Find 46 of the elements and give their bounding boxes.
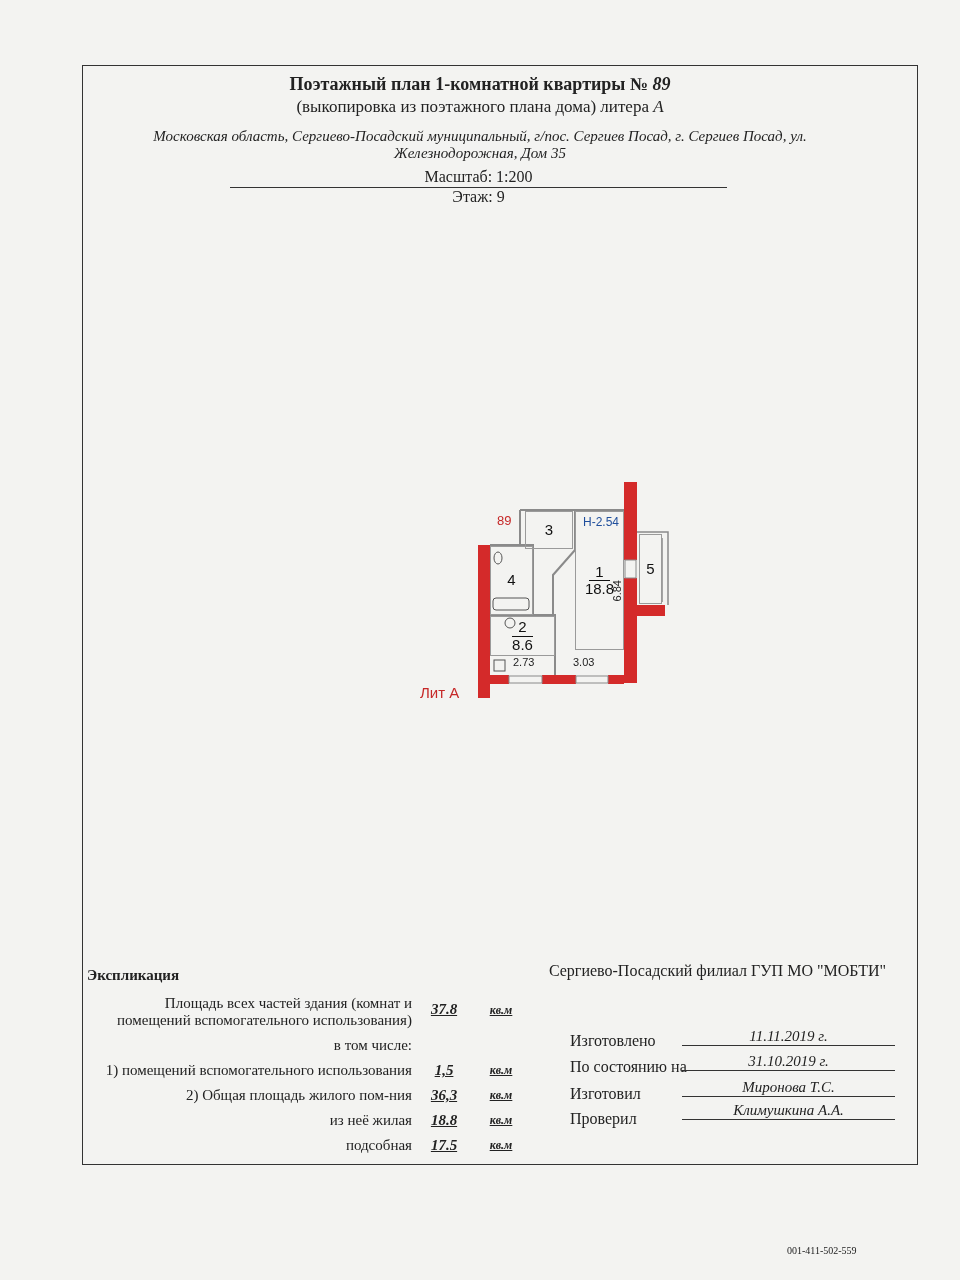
apartment-number: 89 (497, 513, 512, 528)
field-label: Изготовил (570, 1085, 641, 1103)
room-number: 5 (646, 560, 655, 578)
table-cell-text: 36,3 (429, 1087, 459, 1104)
organization-name: Сергиево-Посадский филиал ГУП МО "МОБТИ" (547, 962, 888, 980)
room-number: 4 (507, 572, 516, 589)
field-label: Проверил (570, 1110, 637, 1128)
signature-field: Миронова Т.С. (682, 1079, 895, 1097)
table-cell-text: 1) помещений вспомогательного использования (104, 1062, 412, 1079)
title: Поэтажный план 1-комнатной квартиры № 89 (288, 74, 672, 95)
table-cell-text: кв.м (488, 1003, 514, 1018)
date-field: 11.11.2019 г. (682, 1028, 895, 1046)
room-outline (490, 616, 555, 656)
room-outline (575, 511, 624, 650)
room-outline (490, 546, 533, 615)
room-number: 2 (512, 619, 533, 637)
address-text: Московская область, Сергиево-Посадский муниципальный, г/пос. Сергиев Посад, г. Сергиев Посад, ул. Железнодорожная, Дом 35 (152, 128, 808, 162)
building-letter: Лит А (420, 684, 460, 701)
table-cell-text: подсобная (344, 1137, 412, 1154)
table-cell-text: из неё жилая (328, 1112, 412, 1129)
table-cell-text: кв.м (488, 1063, 514, 1078)
table-cell-text: 2) Общая площадь жилого пом-ния (184, 1087, 412, 1104)
table-cell-text: 17.5 (429, 1137, 459, 1154)
dimension-label: 3.03 (573, 656, 595, 668)
table-cell-text: 1,5 (433, 1062, 455, 1079)
table-cell-text: кв.м (488, 1138, 514, 1153)
table-cell-text: 18.8 (429, 1112, 459, 1129)
room-outline (639, 534, 662, 604)
room-area: 8.6 (512, 636, 533, 653)
field-label: По состоянию на (570, 1058, 687, 1076)
room-outline (525, 511, 573, 549)
signature-field: Климушкина А.А. (682, 1102, 895, 1120)
table-cell-text: Площадь всех частей здания (комнат и помещений вспомогательного использования) (116, 995, 412, 1029)
table-cell-text: в том числе: (332, 1037, 412, 1054)
scale-text: Масштаб: 1:200 (423, 168, 534, 186)
field-label: Изготовлено (570, 1032, 656, 1050)
room-number: 1 (589, 563, 610, 581)
floor-text: Этаж: 9 (451, 188, 506, 206)
subtitle: (выкопировка из поэтажного плана дома) литера А (295, 97, 665, 117)
document-number: 001-411-502-559 (787, 1245, 857, 1256)
ceiling-height: Н-2.54 (583, 515, 620, 529)
table-cell-text: кв.м (488, 1113, 514, 1128)
table-cell-text: 37.8 (429, 1001, 459, 1018)
table-cell-text: кв.м (488, 1088, 514, 1103)
room-number: 3 (544, 521, 554, 539)
section-heading: Экспликация (87, 967, 180, 984)
